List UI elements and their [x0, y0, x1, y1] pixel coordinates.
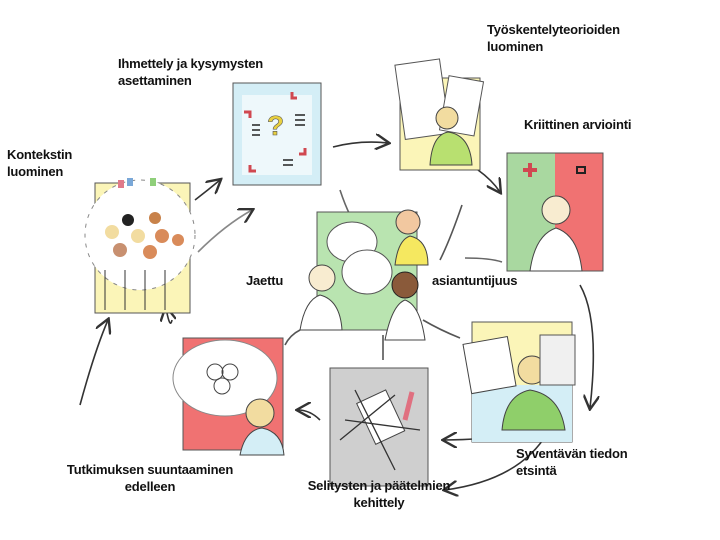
label-direction: Tutkimuksen suuntaaminen edelleen	[55, 461, 245, 495]
label-line: luominen	[7, 164, 64, 179]
evaluation-illustration	[506, 152, 604, 272]
label-line: edelleen	[124, 479, 176, 494]
label-line: asettaminen	[118, 73, 192, 88]
theories-illustration	[394, 58, 485, 171]
label-line: Työskentelyteorioiden	[487, 22, 620, 37]
label-line: Kontekstin	[7, 147, 73, 162]
context-illustration	[84, 178, 196, 314]
label-shared-left: Jaettu	[246, 273, 284, 288]
label-line: kehittely	[353, 495, 405, 510]
label-explanations: Selitysten ja päätelmien kehittely	[299, 477, 459, 511]
direction-illustration	[172, 337, 285, 456]
label-theories: Työskentelyteorioiden luominen	[487, 21, 620, 55]
label-line: Selitysten ja päätelmien	[307, 478, 451, 493]
label-deepening: Syventävän tiedon etsintä	[516, 445, 628, 479]
label-context: Kontekstin luominen	[7, 146, 72, 180]
questions-illustration: ?	[232, 82, 322, 186]
deepening-illustration	[462, 321, 576, 443]
explanations-illustration	[329, 367, 429, 487]
label-shared-right: asiantuntijuus	[432, 273, 518, 288]
shared-expertise-illustration	[299, 209, 429, 341]
label-line: Tutkimuksen suuntaaminen	[66, 462, 234, 477]
svg-text:?: ?	[267, 110, 284, 141]
label-evaluation: Kriittinen arviointi	[524, 116, 631, 133]
label-questions: Ihmettely ja kysymysten asettaminen	[118, 55, 263, 89]
label-line: luominen	[487, 39, 544, 54]
label-line: Kriittinen arviointi	[524, 117, 632, 132]
label-line: etsintä	[516, 463, 557, 478]
label-line: Ihmettely ja kysymysten	[118, 56, 263, 71]
label-line: Syventävän tiedon	[516, 446, 628, 461]
